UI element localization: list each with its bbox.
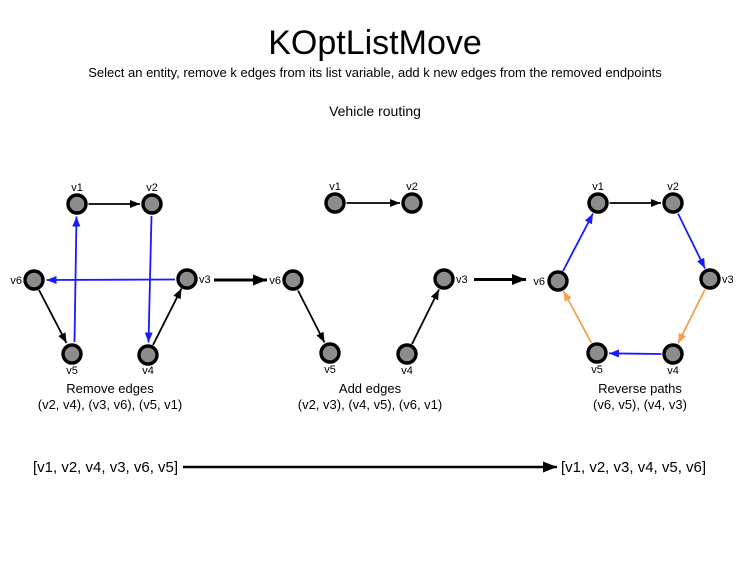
node-label-v4: v4 xyxy=(142,365,154,377)
node-label-v3: v3 xyxy=(456,274,468,286)
graph-caption: Remove edges xyxy=(66,381,154,396)
node-label-v6: v6 xyxy=(269,275,281,287)
scenario-label: Vehicle routing xyxy=(329,103,421,119)
edge-v6-v5 xyxy=(38,289,68,344)
node-v3 xyxy=(176,268,198,290)
node-label-v1: v1 xyxy=(592,181,604,193)
node-label-v3: v3 xyxy=(722,274,734,286)
edge-v4-v3 xyxy=(152,288,183,346)
edge-v2-v3 xyxy=(677,213,706,269)
edge-v3-v4 xyxy=(677,289,706,344)
node-label-v5: v5 xyxy=(591,364,603,376)
node-v1 xyxy=(66,193,88,215)
edge-v4-v3 xyxy=(411,289,440,345)
graph-remove-edges: v1 v2 v6 v3 v5 v4 Remove edges (v2, v4),… xyxy=(10,182,210,412)
node-v1 xyxy=(587,192,609,214)
node-label-v2: v2 xyxy=(667,181,679,193)
node-label-v1: v1 xyxy=(71,182,83,194)
node-label-v5: v5 xyxy=(324,364,336,376)
graph-caption-detail: (v6, v5), (v4, v3) xyxy=(593,397,687,412)
graph-caption: Add edges xyxy=(339,381,402,396)
node-label-v2: v2 xyxy=(146,182,158,194)
graph-caption: Reverse paths xyxy=(598,381,682,396)
node-label-v4: v4 xyxy=(667,365,679,377)
graph-reverse-paths: v1 v2 v6 v3 v5 v4 Reverse paths (v6, v5)… xyxy=(533,181,733,412)
node-v2 xyxy=(401,192,423,214)
edge-v6-v5 xyxy=(297,290,326,343)
graph-add-edges: v1 v2 v6 v3 v5 v4 Add edges (v2, v3), (v… xyxy=(269,181,467,412)
node-label-v1: v1 xyxy=(329,181,341,193)
node-v6 xyxy=(23,269,45,291)
node-v2 xyxy=(141,193,163,215)
node-label-v2: v2 xyxy=(406,181,418,193)
route-transition: [v1, v2, v4, v3, v6, v5] [v1, v2, v3, v4… xyxy=(33,459,706,476)
page-title: KOptListMove xyxy=(268,24,482,62)
node-label-v6: v6 xyxy=(533,276,545,288)
node-label-v5: v5 xyxy=(66,365,78,377)
graph-caption-detail: (v2, v3), (v4, v5), (v6, v1) xyxy=(298,397,442,412)
node-v6 xyxy=(282,269,304,291)
graph-caption-detail: (v2, v4), (v3, v6), (v5, v1) xyxy=(38,397,182,412)
edge-v4-v5 xyxy=(608,349,662,358)
page-subtitle: Select an entity, remove k edges from it… xyxy=(88,65,662,80)
route-before: [v1, v2, v4, v3, v6, v5] xyxy=(33,459,178,476)
edge-v3-v6 xyxy=(46,275,176,284)
node-v3 xyxy=(699,268,721,290)
node-v5 xyxy=(586,342,608,364)
edge-v5-v6 xyxy=(562,290,593,344)
node-v3 xyxy=(433,268,455,290)
node-v4 xyxy=(662,343,684,365)
node-label-v6: v6 xyxy=(10,275,22,287)
node-v6 xyxy=(547,270,569,292)
node-v4 xyxy=(396,343,418,365)
node-v1 xyxy=(324,192,346,214)
route-after: [v1, v2, v3, v4, v5, v6] xyxy=(561,459,706,476)
node-v5 xyxy=(61,343,83,365)
node-v2 xyxy=(662,192,684,214)
node-label-v3: v3 xyxy=(199,274,211,286)
edge-v6-v1 xyxy=(562,213,594,272)
node-v4 xyxy=(137,344,159,366)
node-label-v4: v4 xyxy=(401,365,413,377)
node-v5 xyxy=(319,342,341,364)
